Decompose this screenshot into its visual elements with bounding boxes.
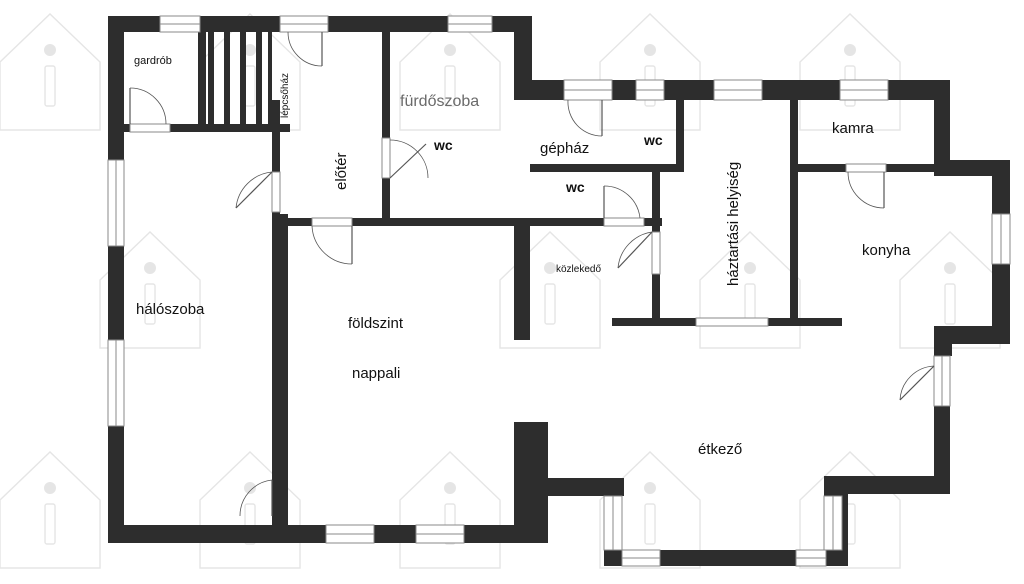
house-info-icon — [0, 451, 101, 569]
wall-halo-right — [272, 214, 288, 543]
label-wc-gephaz: wc — [643, 132, 663, 148]
window-lower-horizontal — [695, 317, 769, 327]
wall-bump-bottom — [514, 478, 624, 496]
wall-corridor — [272, 218, 662, 226]
house-info-icon — [899, 231, 1001, 349]
wall-gardrob-right — [198, 32, 206, 132]
wall-right-step — [934, 160, 1010, 176]
wall-gephaz-bottom — [530, 164, 682, 172]
label-halo: hálószoba — [136, 301, 205, 318]
windows — [107, 15, 1011, 567]
label-furdoszoba: fürdőszoba — [400, 93, 479, 110]
label-etkezo: étkező — [698, 441, 742, 458]
window-kamra-bottom — [845, 163, 887, 173]
window-gardrob-bottom — [129, 123, 171, 133]
house-info-icon — [699, 231, 801, 349]
wall-stair-right — [272, 100, 280, 132]
wall-right-jog — [934, 326, 1010, 344]
label-gardrob: gardrób — [134, 55, 172, 67]
wall-kozlekedo-left — [514, 218, 530, 340]
label-wc-lower: wc — [565, 179, 585, 195]
wall-eloter-right — [382, 32, 390, 218]
house-info-icon — [499, 231, 601, 349]
window-corridor — [311, 217, 353, 227]
wall-gephaz-right — [676, 100, 684, 172]
stair-4 — [256, 32, 262, 124]
house-info-icon — [99, 231, 201, 349]
wall-haztartasi-right — [790, 100, 798, 322]
house-info-icon — [399, 13, 501, 131]
label-eloter: előtér — [333, 152, 350, 190]
doors — [129, 31, 935, 517]
stair-5 — [268, 32, 272, 124]
window-eloter — [271, 171, 281, 213]
house-info-icon — [399, 451, 501, 569]
label-nappali: nappali — [352, 365, 400, 382]
room-labels: gardrób lépcsőház fürdőszoba előtér wc g… — [134, 55, 911, 458]
stair-1 — [208, 32, 214, 124]
wall-bottom-left — [108, 525, 532, 543]
house-info-icon — [599, 451, 701, 569]
wall-right-jog2 — [934, 326, 952, 356]
label-foldszint: földszint — [348, 315, 404, 332]
window-kozlekedo — [651, 231, 661, 275]
window-wc-lower — [603, 217, 645, 227]
label-kamra: kamra — [832, 120, 874, 137]
stair-3 — [240, 32, 246, 124]
window-wc-upper — [381, 137, 391, 179]
label-wc-upper: wc — [433, 137, 453, 153]
wall-bay-bottom — [604, 550, 848, 566]
wall-bottom-right — [824, 476, 950, 494]
wall-right-upper — [514, 16, 532, 100]
label-haztartasi: háztartási helyiség — [725, 162, 742, 286]
house-info-icon — [599, 13, 701, 131]
wall-eloter-left — [272, 124, 280, 214]
label-kozlekedo: közlekedő — [556, 264, 601, 275]
wall-left — [108, 16, 124, 543]
wall-right-top — [934, 80, 950, 166]
label-gephaz: gépház — [540, 140, 589, 157]
house-info-icon — [0, 13, 101, 131]
label-lepcsohaz: lépcsőház — [280, 73, 291, 118]
label-konyha: konyha — [862, 242, 911, 259]
house-info-icon — [799, 13, 901, 131]
stair-2 — [224, 32, 230, 124]
